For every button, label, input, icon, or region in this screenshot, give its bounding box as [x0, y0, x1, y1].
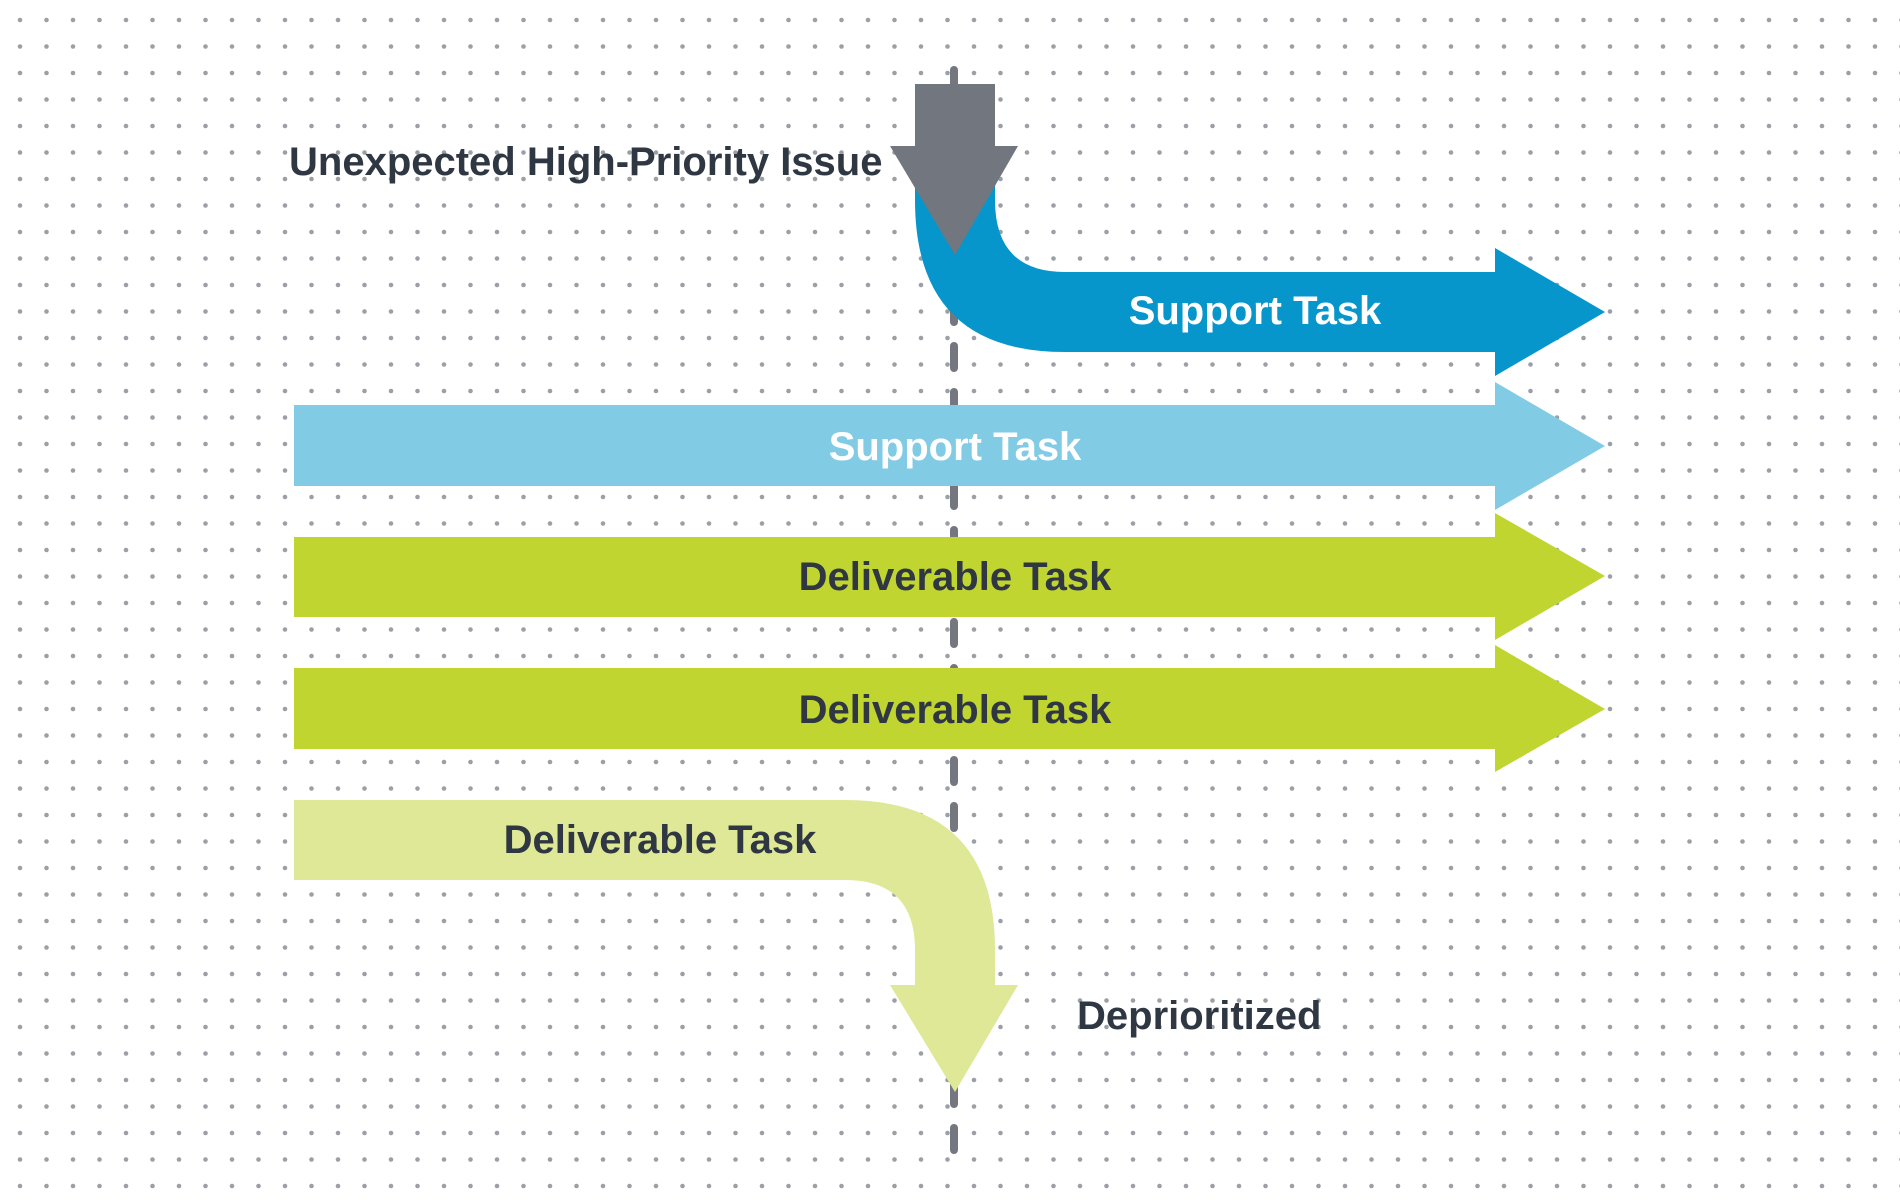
issue-label: Unexpected High-Priority Issue [289, 140, 882, 184]
deprioritized-task-label: Deliverable Task [504, 818, 818, 862]
deprioritized-task-arrow [294, 800, 1018, 1092]
deprioritized-label: Deprioritized [1077, 994, 1321, 1038]
deliverable-task-arrow-2 [294, 645, 1605, 772]
support-task-arrow [294, 382, 1605, 510]
support-task-rerouted-arrow [915, 185, 1605, 376]
support-task-rerouted-label: Support Task [1129, 289, 1382, 333]
support-task-label: Support Task [829, 425, 1082, 469]
deliverable-task-label-2: Deliverable Task [799, 688, 1113, 732]
deliverable-task-label-1: Deliverable Task [799, 555, 1113, 599]
deliverable-task-arrow-1 [294, 513, 1605, 640]
issue-down-arrow-icon [890, 84, 1018, 255]
